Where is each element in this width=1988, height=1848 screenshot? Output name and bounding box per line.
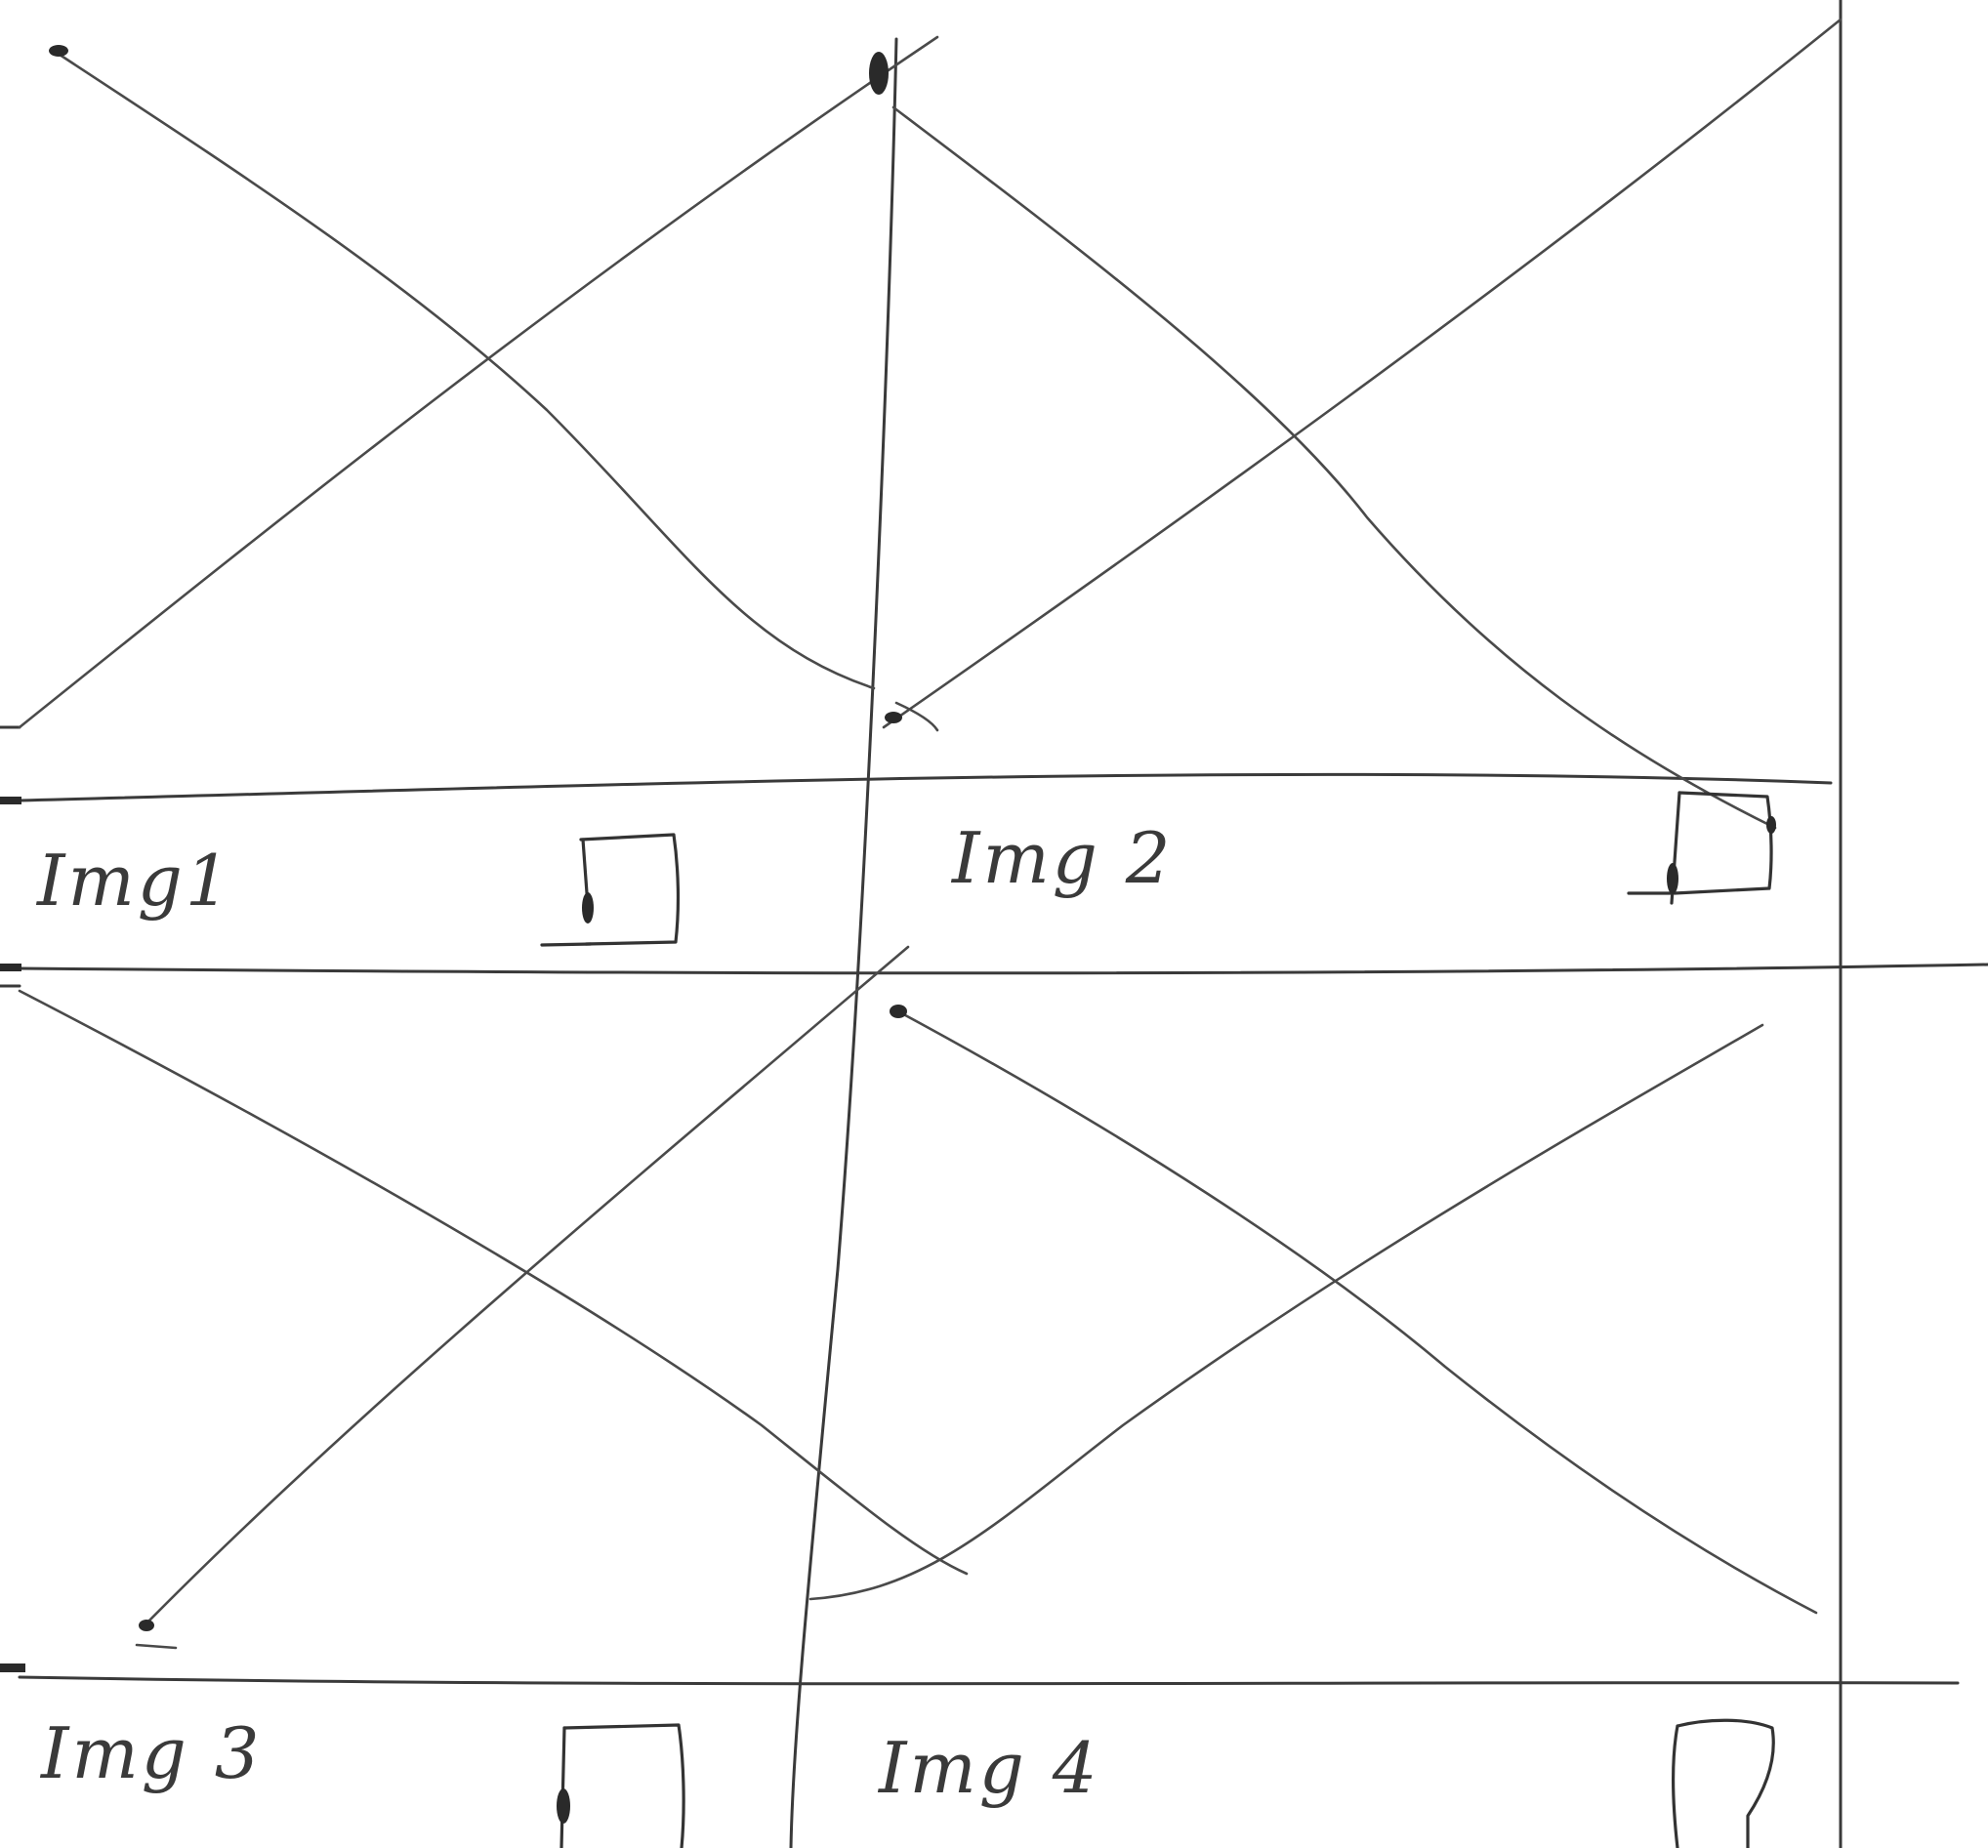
tile-1-cross-line-b — [18, 35, 939, 729]
row2-caption-top-line — [18, 1675, 1960, 1686]
tile-4-checkbox[interactable] — [1668, 1713, 1780, 1848]
tile-2-checkbox-drawing — [1627, 791, 1776, 905]
tile-2-image-placeholder — [869, 18, 1843, 830]
tile-3-image-placeholder — [18, 945, 969, 1650]
grid-divider-vertical — [789, 37, 898, 1848]
tile-2-caption: Img 2 — [952, 817, 1174, 899]
tile-4-cross-line-a — [894, 1008, 1818, 1615]
tile-1-image-placeholder — [18, 35, 939, 729]
tile-2-corner-stroke — [894, 701, 939, 732]
tile-4-cross-line-b — [808, 1023, 1764, 1601]
tile-1-caption: Img1 — [37, 840, 233, 922]
tile-4-image-placeholder — [808, 1005, 1818, 1615]
tile-3-base-stroke — [135, 1643, 178, 1650]
tile-4-caption: Img 4 — [879, 1727, 1100, 1809]
tile-3-checkbox-drawing — [557, 1723, 685, 1848]
tile-1-cross-line-a — [52, 49, 876, 690]
tile-3-cross-line-a — [18, 989, 969, 1576]
row1-caption-bottom-line — [18, 963, 1988, 975]
tile-3-checkbox[interactable] — [557, 1720, 688, 1848]
tile-2-cross-line-b — [882, 18, 1843, 729]
row1-caption-top-line — [18, 772, 1833, 802]
tile-3-cross-line-b — [143, 945, 910, 1627]
tile-2-checkbox[interactable] — [1668, 787, 1777, 899]
tile-4-checkbox-drawing — [1671, 1718, 1775, 1848]
tile-1-checkbox-drawing — [540, 833, 681, 947]
tile-2-cross-line-a — [891, 105, 1777, 830]
tile-3-caption: Img 3 — [41, 1712, 263, 1794]
tile-1-checkbox[interactable] — [576, 830, 683, 947]
